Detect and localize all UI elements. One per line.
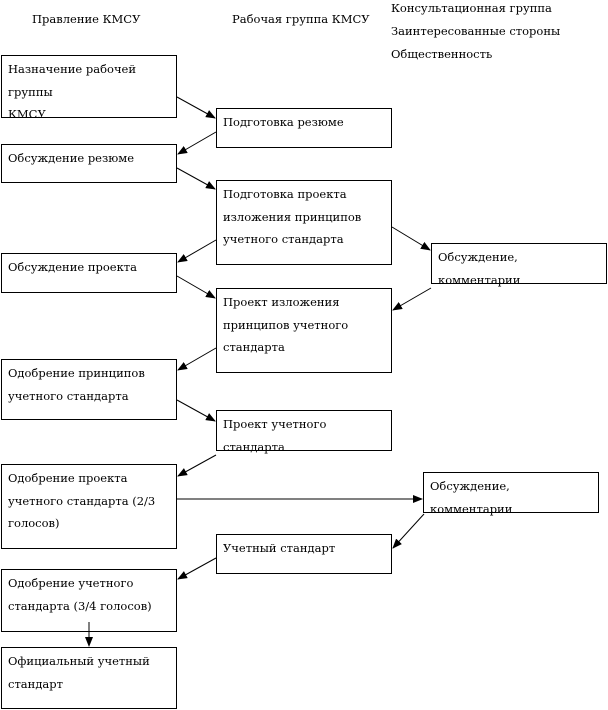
box-prepare-summary: Подготовка резюме [216,108,392,148]
box-text-line: Обсуждение проекта [8,260,137,274]
box-text-line: КМСУ [8,107,46,121]
box-text-line: Официальный учетный [8,654,150,668]
column-header-board: Правление КМСУ [32,12,141,26]
box-text-line: Одобрение принципов [8,366,145,380]
box-approve-draft-standard: Одобрение проекта учетного стандарта (2/… [1,464,177,549]
arrow-comments-1-to-principles-draft [392,287,432,311]
arrow-approve-principles-to-draft-standard [176,399,216,422]
box-text-line: Обсуждение, комментарии [430,479,513,516]
box-discuss-draft: Обсуждение проекта [1,253,177,293]
box-approve-principles: Одобрение принципов учетного стандарта [1,359,177,420]
box-text-line: учетного стандарта (2/3 [8,493,156,508]
box-text-line: Обсуждение резюме [8,151,135,165]
box-text-line: Подготовка резюме [223,115,344,129]
box-text-line: учетного стандарта [223,232,344,246]
arrow-standard-to-approve-standard [177,557,217,580]
box-discussion-comments-1: Обсуждение, комментарии [431,243,607,287]
box-discussion-comments-2: Обсуждение, комментарии [423,472,599,516]
box-text-line: принципов учетного [223,317,349,332]
box-principles-draft: Проект изложения принципов учетного стан… [216,288,392,373]
column-header-stakeholders: Заинтересованные стороны [391,24,561,38]
box-text-line: Подготовка проекта [223,187,347,201]
column-header-working-group: Рабочая группа КМСУ [232,12,370,26]
column-header-public: Общественность [391,47,493,61]
box-prepare-principles-draft: Подготовка проекта изложения принципов у… [216,180,392,265]
box-text-line: изложения принципов [223,209,362,224]
box-text-line: Одобрение проекта [8,471,128,485]
box-text-line: Назначение рабочей группы [8,62,137,99]
box-discuss-summary: Обсуждение резюме [1,144,177,183]
arrow-prepare-draft-to-discuss-draft [177,239,217,263]
box-text-line: голосов) [8,516,60,530]
arrow-discuss-summary-to-prepare-draft [176,167,216,190]
box-text-line: стандарт [8,676,63,691]
box-text-line: учетного стандарта [8,388,129,403]
box-text-line: Проект изложения [223,295,340,309]
column-header-consultative-group: Консультационная группа [391,1,552,15]
arrow-draft-standard-to-approve-draft [177,454,217,477]
box-appoint-working-group: Назначение рабочей группы КМСУ [1,55,177,121]
arrow-principles-draft-to-approve [177,347,217,371]
arrow-discuss-draft-to-principles-draft [176,275,216,299]
box-text-line: стандарта (3/4 голосов) [8,598,152,613]
box-draft-standard: Проект учетного стандарта [216,410,392,454]
box-text-line: Учетный стандарт [223,541,336,555]
box-text-line: Проект учетного стандарта [223,417,327,454]
box-accounting-standard: Учетный стандарт [216,534,392,574]
arrow-comments-2-to-standard [392,513,425,549]
arrow-prepare-summary-to-discuss [177,131,217,155]
box-official-standard: Официальный учетный стандарт [1,647,177,709]
box-text-line: Обсуждение, комментарии [438,250,521,287]
arrow-prepare-draft-to-comments-1 [391,226,431,251]
arrow-appoint-to-prepare-summary [176,96,216,119]
box-text-line: стандарта [223,340,285,354]
box-text-line: Одобрение учетного [8,576,134,590]
